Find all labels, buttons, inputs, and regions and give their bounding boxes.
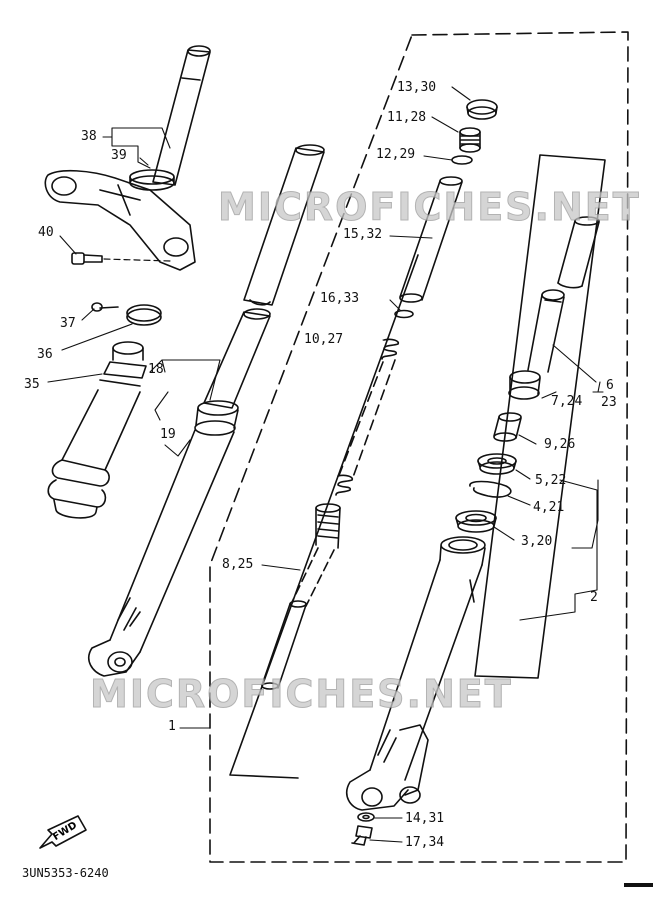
washer-16-33-part — [394, 309, 414, 319]
dust-seal-5-22-part — [477, 453, 517, 475]
taper-spindle-9-26-part — [493, 412, 522, 442]
oil-seal-3-20-part — [455, 510, 497, 533]
callout-16-33: 16,33 — [320, 291, 360, 306]
outer-tube-group-outline — [474, 154, 606, 679]
callout-7-24: 7,24 — [551, 394, 583, 409]
callout-37: 37 — [60, 316, 76, 331]
callout-18: 18 — [148, 362, 164, 377]
outer-leg-19-part — [88, 400, 239, 677]
callout-23: 23 — [601, 395, 617, 410]
spacer-11-28-part — [459, 127, 481, 153]
bolt-40-part — [71, 252, 171, 265]
diagram-code: 3UN5353-6240 — [22, 866, 109, 880]
callout-39: 39 — [111, 148, 127, 163]
callout-11-28: 11,28 — [387, 110, 427, 125]
watermark-top: MICROFICHES.NET — [218, 185, 641, 230]
drain-bolt-17-34-part — [351, 825, 373, 846]
callout-10-27: 10,27 — [304, 332, 344, 347]
spacer-tube-15-32-part — [399, 176, 463, 303]
callout-5-22: 5,22 — [535, 473, 567, 488]
fork-leg-group-outline — [229, 254, 419, 779]
damper-rod-8-25-part — [261, 503, 341, 690]
callout-15-32: 15,32 — [343, 227, 383, 242]
callout-19: 19 — [160, 427, 176, 442]
callout-14-31: 14,31 — [405, 811, 445, 826]
callout-8-25: 8,25 — [222, 557, 254, 572]
callout-3-20: 3,20 — [521, 534, 553, 549]
steering-stem-part — [44, 45, 211, 271]
screw-37-part — [91, 302, 119, 312]
callout-17-34: 17,34 — [405, 835, 445, 850]
callout-6: 6 — [606, 378, 614, 393]
copper-washer-14-31-part — [357, 812, 375, 822]
fwd-arrow-icon — [39, 815, 87, 849]
callout-38: 38 — [81, 129, 97, 144]
boot-clamp-36-part — [126, 304, 162, 326]
assembly-boundary — [209, 31, 629, 863]
cap-bolt-part — [466, 99, 498, 120]
leader-lines — [47, 86, 604, 843]
retaining-clip-4-21-part — [469, 480, 512, 498]
cylinder-7-24-part — [508, 289, 565, 400]
callout-2: 2 — [590, 590, 598, 605]
watermark-bottom: MICROFICHES.NET — [90, 672, 513, 717]
callout-40: 40 — [38, 225, 54, 240]
callout-35: 35 — [24, 377, 40, 392]
fork-spring-10-27-part — [335, 338, 400, 496]
fork-boot-35-part — [47, 341, 147, 519]
callout-12-29: 12,29 — [376, 147, 416, 162]
callout-4-21: 4,21 — [533, 500, 565, 515]
inner-tube-6-part — [557, 216, 600, 289]
corner-mark — [624, 883, 653, 887]
callout-9-26: 9,26 — [544, 437, 576, 452]
callout-13-30: 13,30 — [397, 80, 437, 95]
o-ring-12-29-part — [451, 155, 473, 165]
callout-1: 1 — [168, 719, 176, 734]
callout-36: 36 — [37, 347, 53, 362]
outer-tube-2-part — [346, 536, 486, 811]
